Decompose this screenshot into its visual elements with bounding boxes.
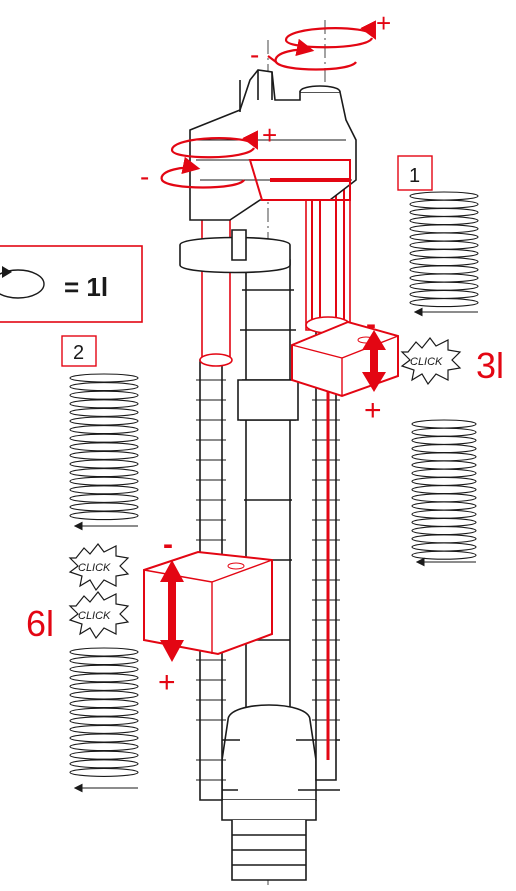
rotation-arrow-icon xyxy=(274,38,357,71)
rotation-arrow-icon xyxy=(284,20,376,41)
coil-spring-icon xyxy=(69,647,139,793)
minus-sign-left-float: - xyxy=(163,528,173,561)
rotation-arrows-top-right xyxy=(267,20,376,71)
click-label-right: CLICK xyxy=(410,356,443,368)
step-number-2: 2 xyxy=(73,342,84,364)
double-arrow-icon xyxy=(362,330,386,392)
left-float-block xyxy=(143,550,273,656)
click-burst-icon: CLICK xyxy=(68,591,130,640)
click-burst-icon: CLICK xyxy=(68,543,130,592)
minus-sign-top-right: - xyxy=(250,39,259,70)
plus-sign-top-left: + xyxy=(262,120,277,150)
coil-spring-icon xyxy=(411,419,477,567)
central-tube xyxy=(245,259,291,721)
rotation-arrow-icon xyxy=(170,130,258,151)
plus-sign-right-float: + xyxy=(364,394,382,427)
bottom-housing xyxy=(221,704,317,801)
click-label-left-top: CLICK xyxy=(78,562,111,574)
right-float-block xyxy=(291,320,399,398)
turn-equals-label: = 1l xyxy=(64,272,108,302)
rotation-arrow-icon xyxy=(160,156,245,189)
rotation-arrow-icon xyxy=(0,269,45,299)
minus-sign-right-float: - xyxy=(366,308,376,341)
rotation-arrows-top-left xyxy=(160,130,258,189)
plus-sign-left-float: + xyxy=(158,666,176,699)
coil-spring-icon xyxy=(409,191,479,317)
volume-label-6l: 6l xyxy=(26,603,54,644)
step-box-1: 1 xyxy=(397,155,433,191)
turn-legend-box: = 1l xyxy=(0,245,143,323)
volume-label-3l: 3l xyxy=(476,345,504,386)
click-label-left-bottom: CLICK xyxy=(78,610,111,622)
coil-springs xyxy=(69,191,479,793)
plus-sign-top-right: + xyxy=(376,8,391,38)
step-number-1: 1 xyxy=(409,165,420,187)
click-burst-icon: CLICK xyxy=(400,337,462,386)
minus-sign-top-left: - xyxy=(140,161,149,192)
step-box-2: 2 xyxy=(61,335,97,367)
double-arrow-icon xyxy=(160,560,184,662)
coil-spring-icon xyxy=(69,373,139,531)
